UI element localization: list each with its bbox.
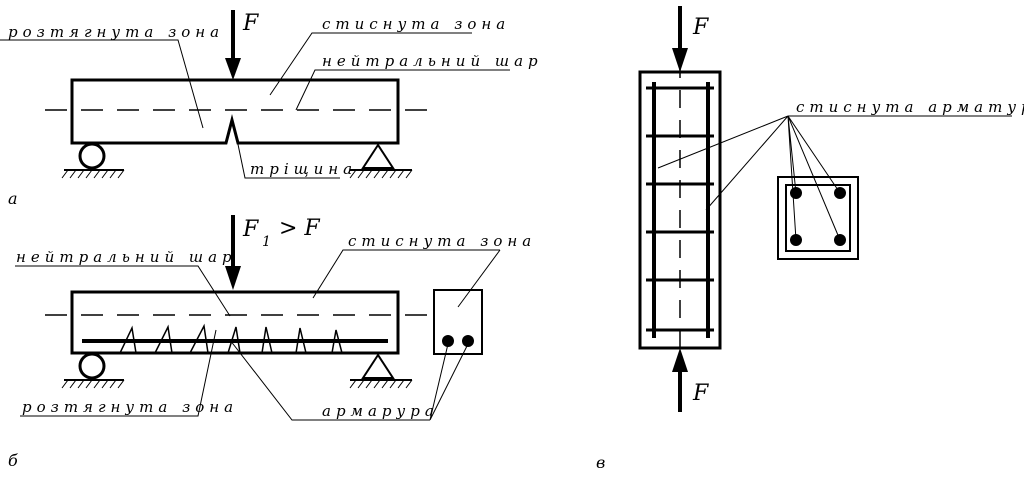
force-arrowhead-bottom <box>672 348 688 372</box>
label-tension-zone-b: розтягнута зона <box>22 398 238 416</box>
label-compression-zone-a: стиснута зона <box>322 15 510 33</box>
rebar-dot <box>462 335 474 347</box>
leader-rebar-dots-b <box>429 343 469 421</box>
label-compressed-reinforcement-c: стиснута арматура <box>796 98 1024 116</box>
panel-label-c: в <box>596 453 605 472</box>
beam-a-outline <box>70 78 400 145</box>
force-arrowhead-top <box>672 48 688 72</box>
leader-compression-a <box>269 32 472 96</box>
rebar-dot <box>442 335 454 347</box>
panel-b: F 1 > F нейтральний шар стиснута зона ро… <box>8 215 536 470</box>
leader-compression-b <box>312 249 500 299</box>
leader-tension-b <box>20 329 217 417</box>
panel-label-a: а <box>8 189 18 208</box>
force-arrowhead-b <box>225 266 241 290</box>
cross-section-stirrup <box>785 184 851 252</box>
roller-support-b <box>78 352 106 380</box>
force-label-bottom: F <box>692 381 709 406</box>
leader-neutral-b <box>15 265 231 317</box>
column-cross-section <box>777 176 859 260</box>
leader-tension-a <box>0 39 204 129</box>
force-label-a: F <box>242 11 259 36</box>
ground-hatch <box>61 379 125 389</box>
label-neutral-layer-a: нейтральний шар <box>322 52 543 70</box>
pin-support-b <box>361 353 395 379</box>
force-label-top: F <box>692 15 709 40</box>
label-crack-a: тріщина <box>250 160 357 178</box>
pin-support-a <box>361 143 395 169</box>
panel-label-b: б <box>8 451 18 470</box>
ground-hatch <box>61 169 125 179</box>
label-neutral-layer-b: нейтральний шар <box>16 248 237 266</box>
leader-crack-a <box>234 129 340 179</box>
label-compression-zone-b: стиснута зона <box>348 232 536 250</box>
panel-a: F розтягнута зона стиснута зона нейтраль… <box>0 10 543 208</box>
force-subscript-b: 1 <box>262 234 271 250</box>
roller-support-a <box>78 142 106 170</box>
leader-compression-b2 <box>457 249 501 308</box>
force-label-b: F <box>242 217 259 242</box>
beam-b-outline <box>70 290 400 355</box>
leader-neutral-a <box>295 69 510 111</box>
force-relation-b: > F <box>279 216 320 241</box>
ground-hatch <box>349 169 413 179</box>
ground-hatch <box>349 379 413 389</box>
leader-compressed-rebar-c <box>657 115 841 241</box>
force-arrowhead-a <box>225 58 241 80</box>
leader-rebar-b <box>229 339 430 421</box>
label-reinforcement-b: армарура <box>322 402 439 420</box>
cross-section-b <box>433 289 483 355</box>
cracks-b <box>119 323 343 354</box>
label-tension-zone-a: розтягнута зона <box>8 23 224 41</box>
panel-c: F F стиснута арматура в <box>596 6 1024 472</box>
